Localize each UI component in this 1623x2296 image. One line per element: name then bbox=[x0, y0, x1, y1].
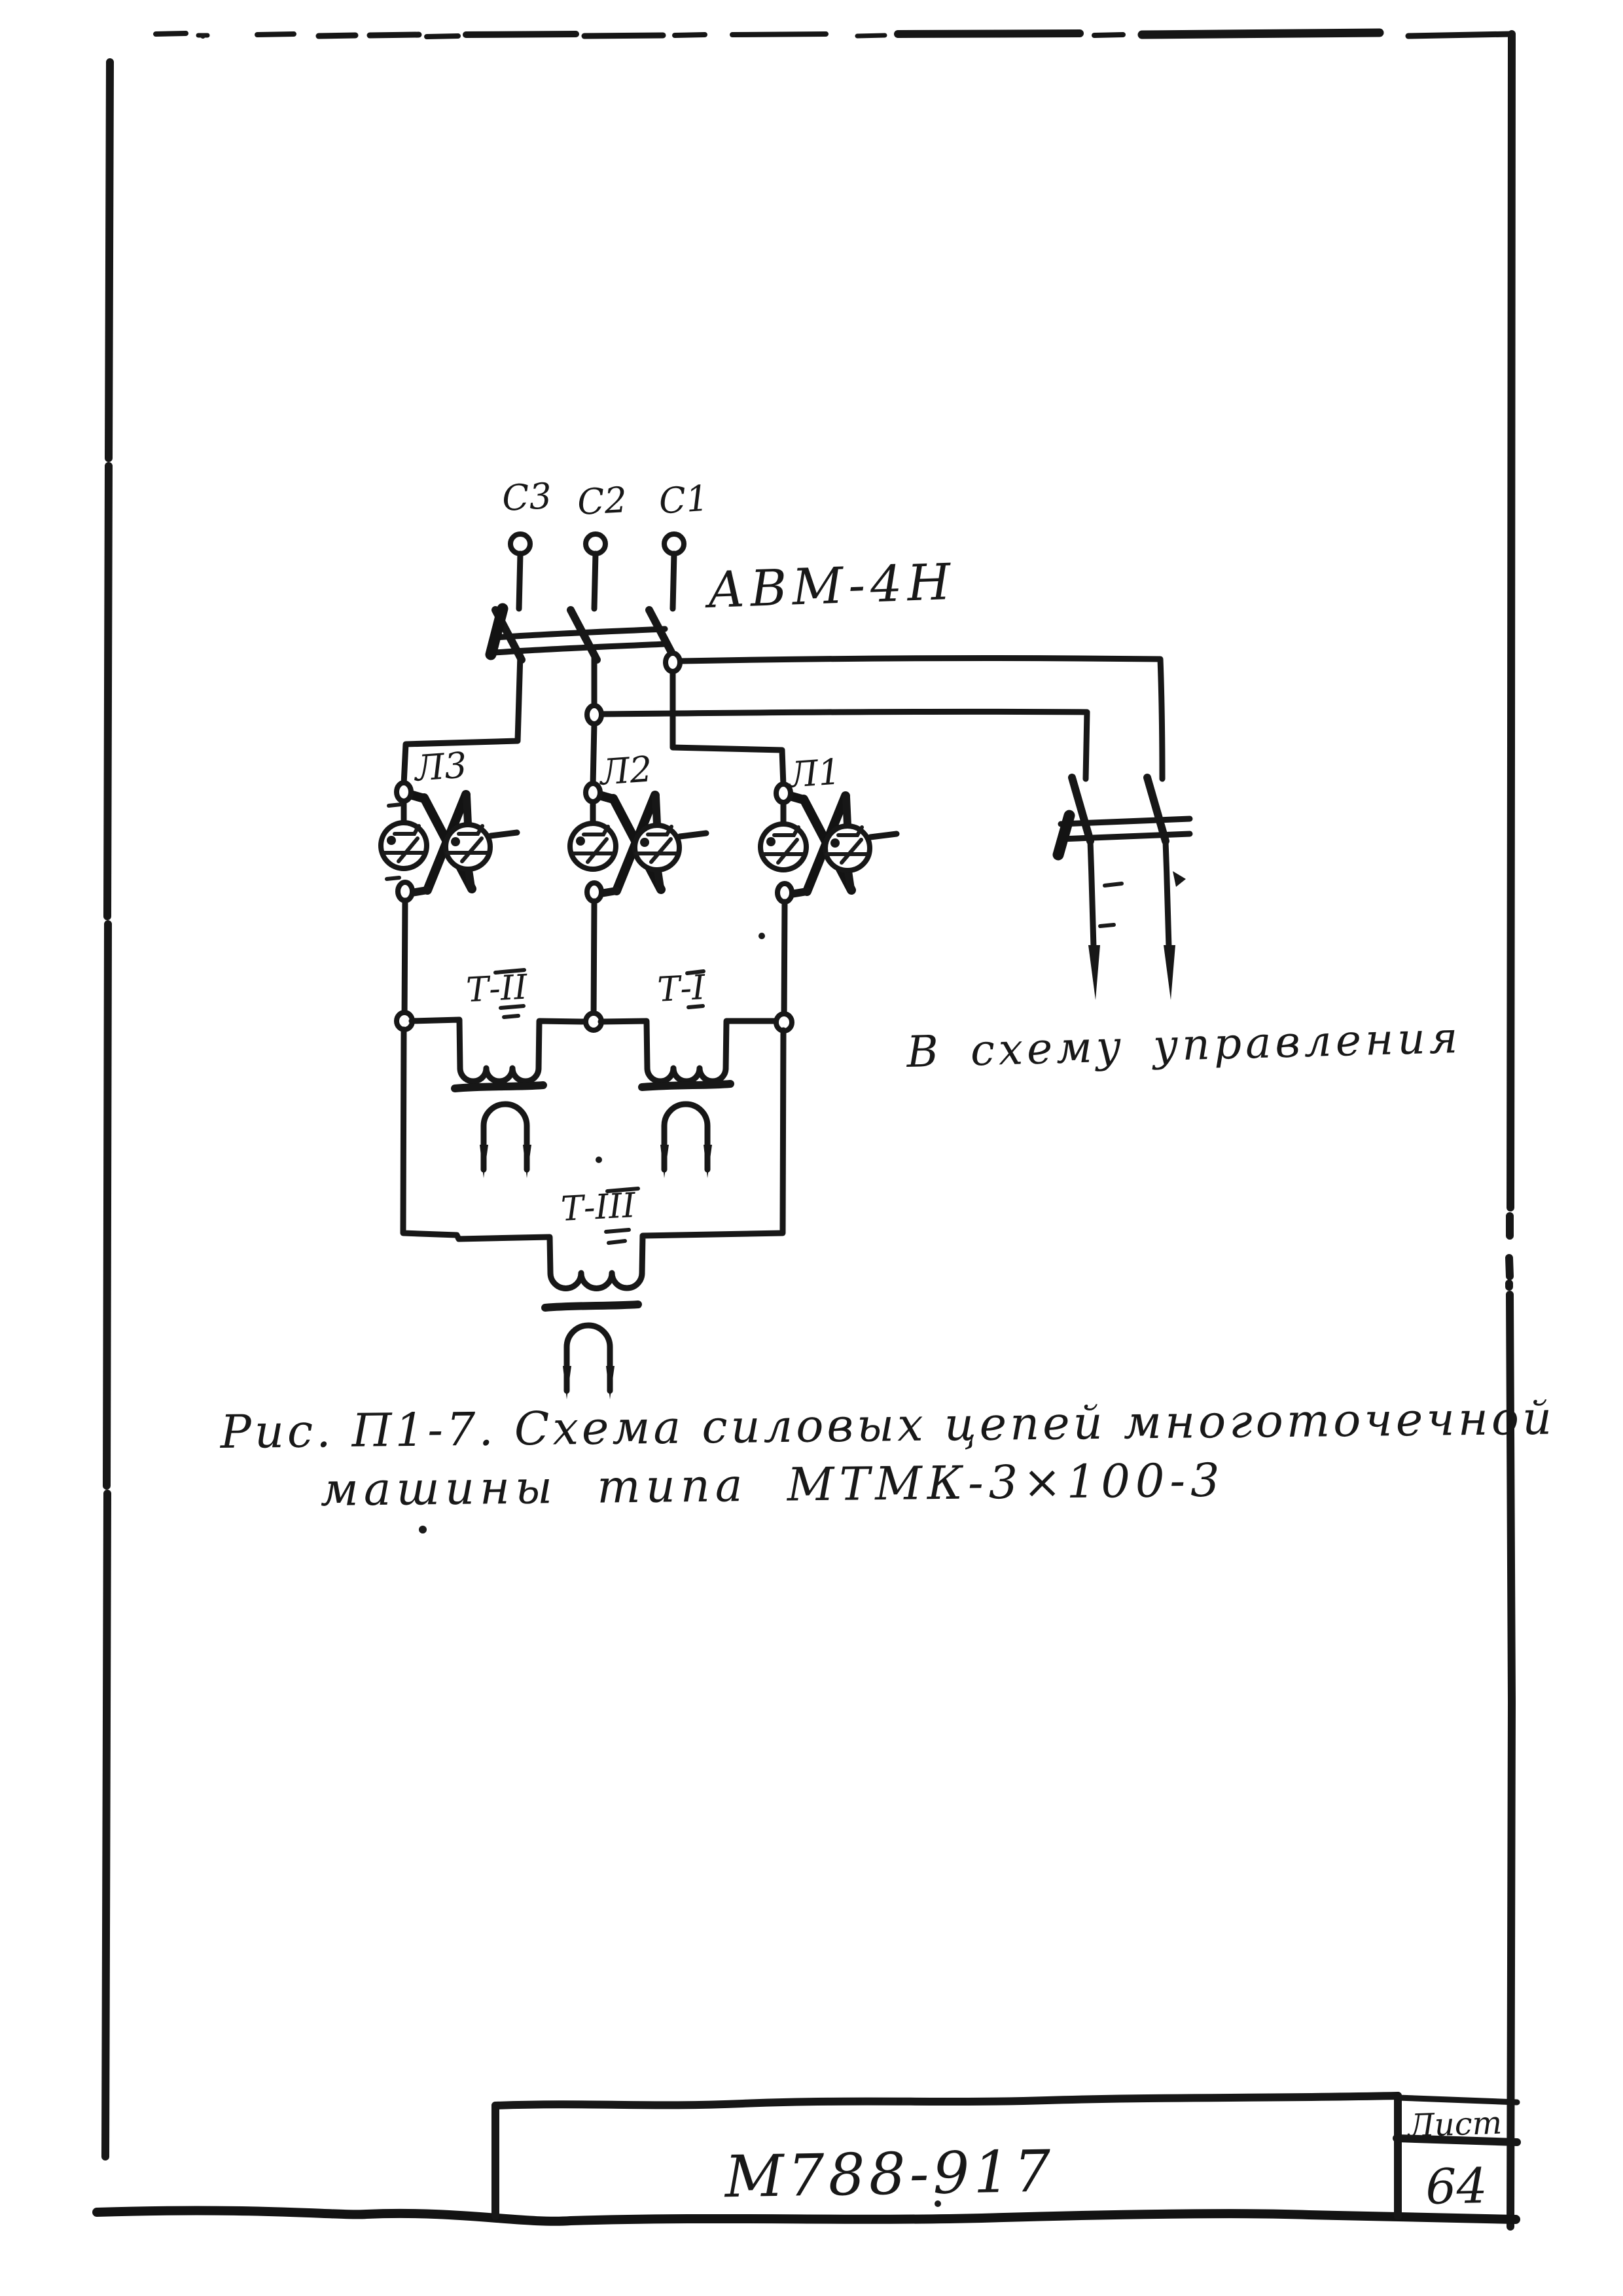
breaker-label: АВМ-4Н bbox=[704, 552, 957, 619]
page-border-bottom bbox=[92, 2206, 1520, 2226]
transformer-label-t3: Т-III bbox=[560, 1186, 637, 1229]
down-arrow-icon bbox=[1164, 945, 1175, 1000]
contactor-branch-l1: Л1 bbox=[760, 751, 897, 1031]
supply-terminals: С3 С2 С1 bbox=[501, 475, 710, 612]
sheet-label: Лист bbox=[1406, 2105, 1503, 2145]
tap-node-c2 bbox=[584, 703, 604, 726]
contactor-label-l2: Л2 bbox=[597, 748, 654, 793]
sheet-number: 64 bbox=[1425, 2158, 1488, 2215]
tap-node-c1 bbox=[663, 651, 683, 674]
transformer-t1: Т-I bbox=[597, 968, 779, 1178]
ink-specks bbox=[200, 33, 941, 2207]
document-number: М788-917 bbox=[723, 2138, 1056, 2211]
ink-speck bbox=[1173, 871, 1186, 887]
circuit-breaker-avm4n: АВМ-4Н bbox=[485, 552, 957, 664]
caption-line-1: Рис. П1-7. Схема силовых цепей многоточе… bbox=[219, 1391, 1555, 1459]
page-border-left bbox=[101, 58, 114, 2161]
down-arrow-icon bbox=[1088, 945, 1100, 1000]
terminal-label-c2: С2 bbox=[577, 479, 628, 523]
transformer-label-t2: Т-II bbox=[465, 968, 529, 1011]
control-note: В схему управления bbox=[905, 1013, 1462, 1077]
title-block: М788-917 Лист 64 bbox=[491, 2092, 1521, 2220]
page-border-top bbox=[153, 28, 1514, 39]
caption-line-2: машины типа МТМК-3×100-3 bbox=[320, 1454, 1225, 1516]
transformer-t2: Т-II bbox=[408, 968, 588, 1178]
figure-caption: Рис. П1-7. Схема силовых цепей многоточе… bbox=[219, 1391, 1555, 1516]
control-disconnect bbox=[1052, 774, 1193, 1000]
terminal-label-c1: С1 bbox=[658, 477, 710, 522]
control-tap-lines bbox=[584, 651, 1166, 782]
terminal-label-c3: С3 bbox=[501, 475, 553, 519]
transformer-t3: Т-III bbox=[400, 1026, 787, 1399]
transformer-label-t1: Т-I bbox=[656, 968, 707, 1010]
page-border-right bbox=[1505, 30, 1516, 2231]
contactor-label-l1: Л1 bbox=[785, 751, 842, 796]
contactor-label-l3: Л3 bbox=[412, 744, 469, 789]
contactor-branch-l2: Л2 bbox=[570, 748, 706, 1030]
contactor-branch-l3: Л3 bbox=[381, 744, 517, 1030]
